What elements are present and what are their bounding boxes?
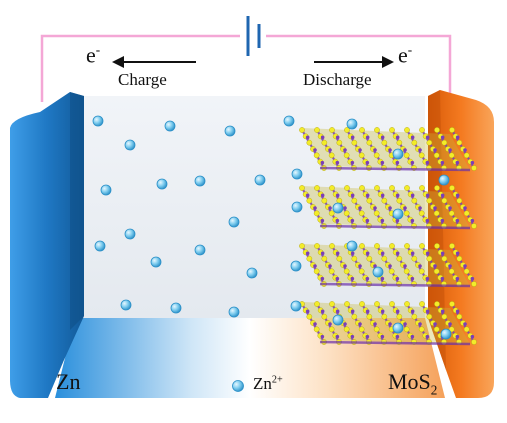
zn-ion — [94, 240, 106, 252]
zn-ion — [291, 201, 303, 213]
intercalated-zn-ion — [438, 174, 450, 186]
zn-ions — [92, 115, 303, 318]
zn-ion — [290, 300, 302, 312]
zn-ion-icon — [232, 380, 244, 392]
intercalated-zn-ion — [346, 118, 358, 130]
zn-ion — [100, 184, 112, 196]
cathode-label: MoS2 — [388, 369, 438, 398]
electrolyte-floor — [55, 318, 445, 398]
zn-ion — [124, 139, 136, 151]
mos2-layer — [299, 301, 477, 346]
zn-ion — [228, 306, 240, 318]
discharge-label: Discharge — [303, 70, 372, 89]
zn-ion — [283, 115, 295, 127]
mos2-layer — [299, 127, 477, 172]
zn-ion — [291, 168, 303, 180]
intercalated-zn-ion — [346, 240, 358, 252]
zn-ion — [246, 267, 258, 279]
zn-ion — [224, 125, 236, 137]
mos2-layered-structure — [299, 118, 477, 346]
discharge-arrow-icon — [314, 56, 394, 68]
zn-ion — [194, 244, 206, 256]
mos2-layer — [299, 185, 477, 230]
zn-ion — [156, 178, 168, 190]
zn-ion — [150, 256, 162, 268]
intercalated-zn-ion — [332, 314, 344, 326]
intercalated-zn-ion — [332, 202, 344, 214]
intercalated-zn-ion — [392, 148, 404, 160]
zn-ion — [170, 302, 182, 314]
zn-electrode — [10, 92, 84, 398]
zn-ion — [228, 216, 240, 228]
zn-ion — [92, 115, 104, 127]
charge-label: Charge — [118, 70, 167, 89]
intercalated-zn-ion — [392, 208, 404, 220]
intercalated-zn-ion — [440, 328, 452, 340]
intercalated-zn-ion — [392, 322, 404, 334]
zn-ion — [120, 299, 132, 311]
zn-ion — [194, 175, 206, 187]
zn-ion — [254, 174, 266, 186]
charge-arrow-icon — [112, 56, 196, 68]
anode-label: Zn — [56, 369, 81, 394]
zn-ion — [164, 120, 176, 132]
battery-symbol-icon — [240, 16, 266, 56]
zn-ion — [290, 260, 302, 272]
electron-label-right: e- — [398, 42, 413, 68]
intercalated-zn-ion — [372, 266, 384, 278]
zn-ion — [124, 228, 136, 240]
ion-legend-label: Zn2+ — [253, 374, 283, 393]
electron-label-left: e- — [86, 42, 101, 68]
